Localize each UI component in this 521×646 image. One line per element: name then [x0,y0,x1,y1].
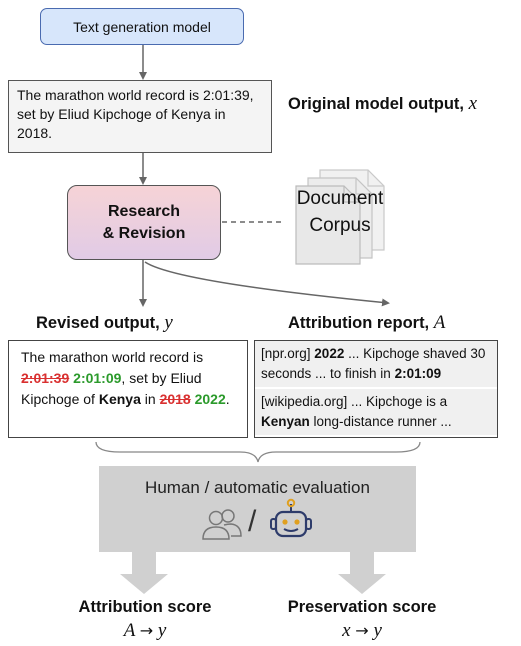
preservation-score-label: Preservation score [287,598,437,616]
attribution-score-to: y [157,620,167,641]
arrow-eval-to-attribution-score [120,552,168,594]
brace [95,441,421,463]
revised-text-3: in [140,391,160,407]
revised-output-var: y [164,312,173,333]
arrow-eval-to-preservation-score [338,552,386,594]
preservation-score-from: x [342,620,351,641]
evidence-1-mid: ... Kipchoge shaved 30 seconds ... to fi… [261,346,486,381]
research-line1: Research [107,202,181,220]
evaluation-box [99,466,416,552]
revised-output-label-text: Revised output, [36,314,160,332]
corpus-line1: Document [296,188,384,209]
new-time: 2:01:09 [73,370,122,386]
revised-text-1: The marathon world record is [21,349,204,365]
evidence-2-bold: Kenyan [261,414,310,429]
people-icon [202,509,242,540]
attribution-score-arrow: → [139,621,154,640]
evidence-1-source: [npr.org] [261,346,315,361]
document-corpus-label: Document Corpus [272,185,408,239]
attribution-score-label: Attribution score [78,598,212,616]
model-label: Text generation model [73,18,211,35]
attribution-score-formula: A → y [40,620,250,642]
evaluation-slash: / [248,505,257,538]
original-output-label-text: Original model output, [288,95,464,113]
preservation-score-arrow: → [355,621,369,640]
original-output-box: The marathon world record is 2:01:39, se… [8,80,272,153]
attribution-score-from: A [123,620,135,641]
robot-icon [270,498,312,538]
corpus-line2: Corpus [309,215,371,236]
evidence-2-source: [wikipedia.org] ... Kipchoge is a [261,394,448,409]
evaluation-label: Human / automatic evaluation [145,478,370,497]
revised-text-4: . [225,391,230,407]
attribution-report-box: [npr.org] 2022 ... Kipchoge shaved 30 se… [254,340,498,438]
revised-text-2: , set by Eliud Kipchoge of [21,370,202,407]
attribution-report-var: A [433,312,446,333]
arrow-research-to-attribution [144,261,390,307]
revised-output-box: The marathon world record is 2:01:39 2:0… [8,340,248,438]
document-stack-icon [295,169,385,265]
attribution-report-label: Attribution report, A [288,312,445,334]
evidence-1-year: 2022 [314,346,345,361]
revised-output-label: Revised output, y [36,312,173,334]
research-line2: & Revision [102,224,186,242]
attribution-report-label-text: Attribution report, [288,314,430,332]
original-output-text: The marathon world record is 2:01:39, se… [17,87,254,141]
preservation-score-formula: x → y [257,620,467,642]
evidence-2-rest: long-distance runner ... [309,414,452,429]
attribution-evidence-wikipedia: [wikipedia.org] ... Kipchoge is a Kenyan… [255,387,497,435]
new-year: 2022 [194,391,226,407]
text-generation-model-box: Text generation model [40,8,244,45]
old-year: 2018 [159,391,191,407]
evidence-1-time: 2:01:09 [394,366,442,381]
original-output-label: Original model output, x [288,92,477,116]
attribution-evidence-npr: [npr.org] 2022 ... Kipchoge shaved 30 se… [255,341,497,387]
research-revision-box: Research & Revision [67,185,221,260]
preservation-score-to: y [373,620,382,641]
old-time: 2:01:39 [21,370,70,386]
country: Kenya [98,391,141,407]
original-output-var: x [468,93,478,114]
